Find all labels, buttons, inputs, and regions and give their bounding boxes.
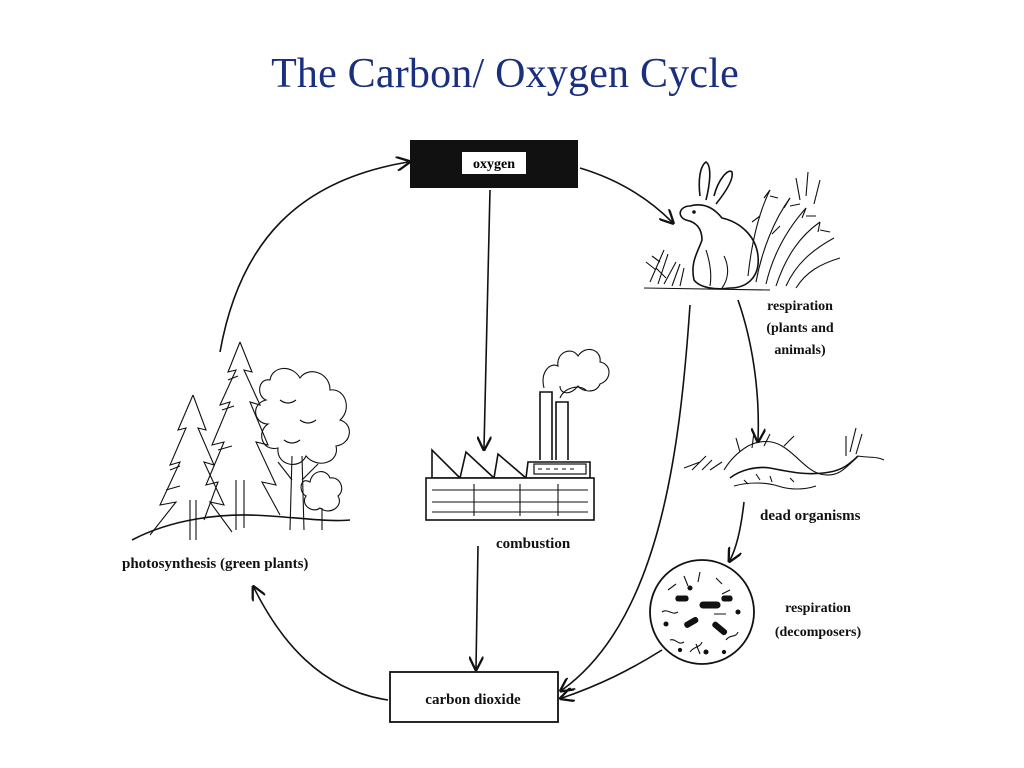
arrow-oxygen-to-combustion: [484, 189, 490, 448]
dead-organisms-label: dead organisms: [760, 508, 861, 524]
arrow-co2-to-photosynthesis: [254, 588, 389, 701]
oxygen-label: oxygen: [473, 157, 515, 172]
respiration-decomposers-line1: respiration: [785, 601, 851, 616]
respiration-decomposers-line2: (decomposers): [775, 625, 862, 640]
slide-title: The Carbon/ Oxygen Cycle: [271, 51, 739, 97]
combustion-label: combustion: [496, 536, 571, 552]
photosynthesis-label: photosynthesis (green plants): [122, 556, 308, 572]
oxygen-node: oxygen: [410, 140, 578, 188]
respiration-animals-line3: animals): [774, 343, 826, 358]
carbon-dioxide-label: carbon dioxide: [425, 692, 521, 708]
arrow-animals-to-co2: [562, 304, 691, 690]
arrow-dead-to-decomposers: [730, 501, 745, 560]
decomposers-illustration: [649, 559, 755, 665]
dead-organisms-illustration: [683, 427, 885, 490]
rabbit-illustration: [643, 161, 841, 291]
arrow-combustion-to-co2: [476, 545, 478, 668]
respiration-animals-line1: respiration: [767, 299, 833, 314]
cycle-arrows: [219, 162, 758, 701]
trees-illustration: [131, 341, 351, 541]
carbon-dioxide-node: carbon dioxide: [389, 671, 559, 723]
respiration-animals-line2: (plants and: [766, 321, 834, 336]
arrow-animals-to-dead-organisms: [737, 299, 758, 440]
arrow-photosynthesis-to-oxygen: [219, 162, 408, 353]
arrow-decomposers-to-co2: [562, 649, 663, 698]
arrow-oxygen-to-animals: [579, 167, 672, 222]
factory-illustration: [425, 348, 610, 521]
